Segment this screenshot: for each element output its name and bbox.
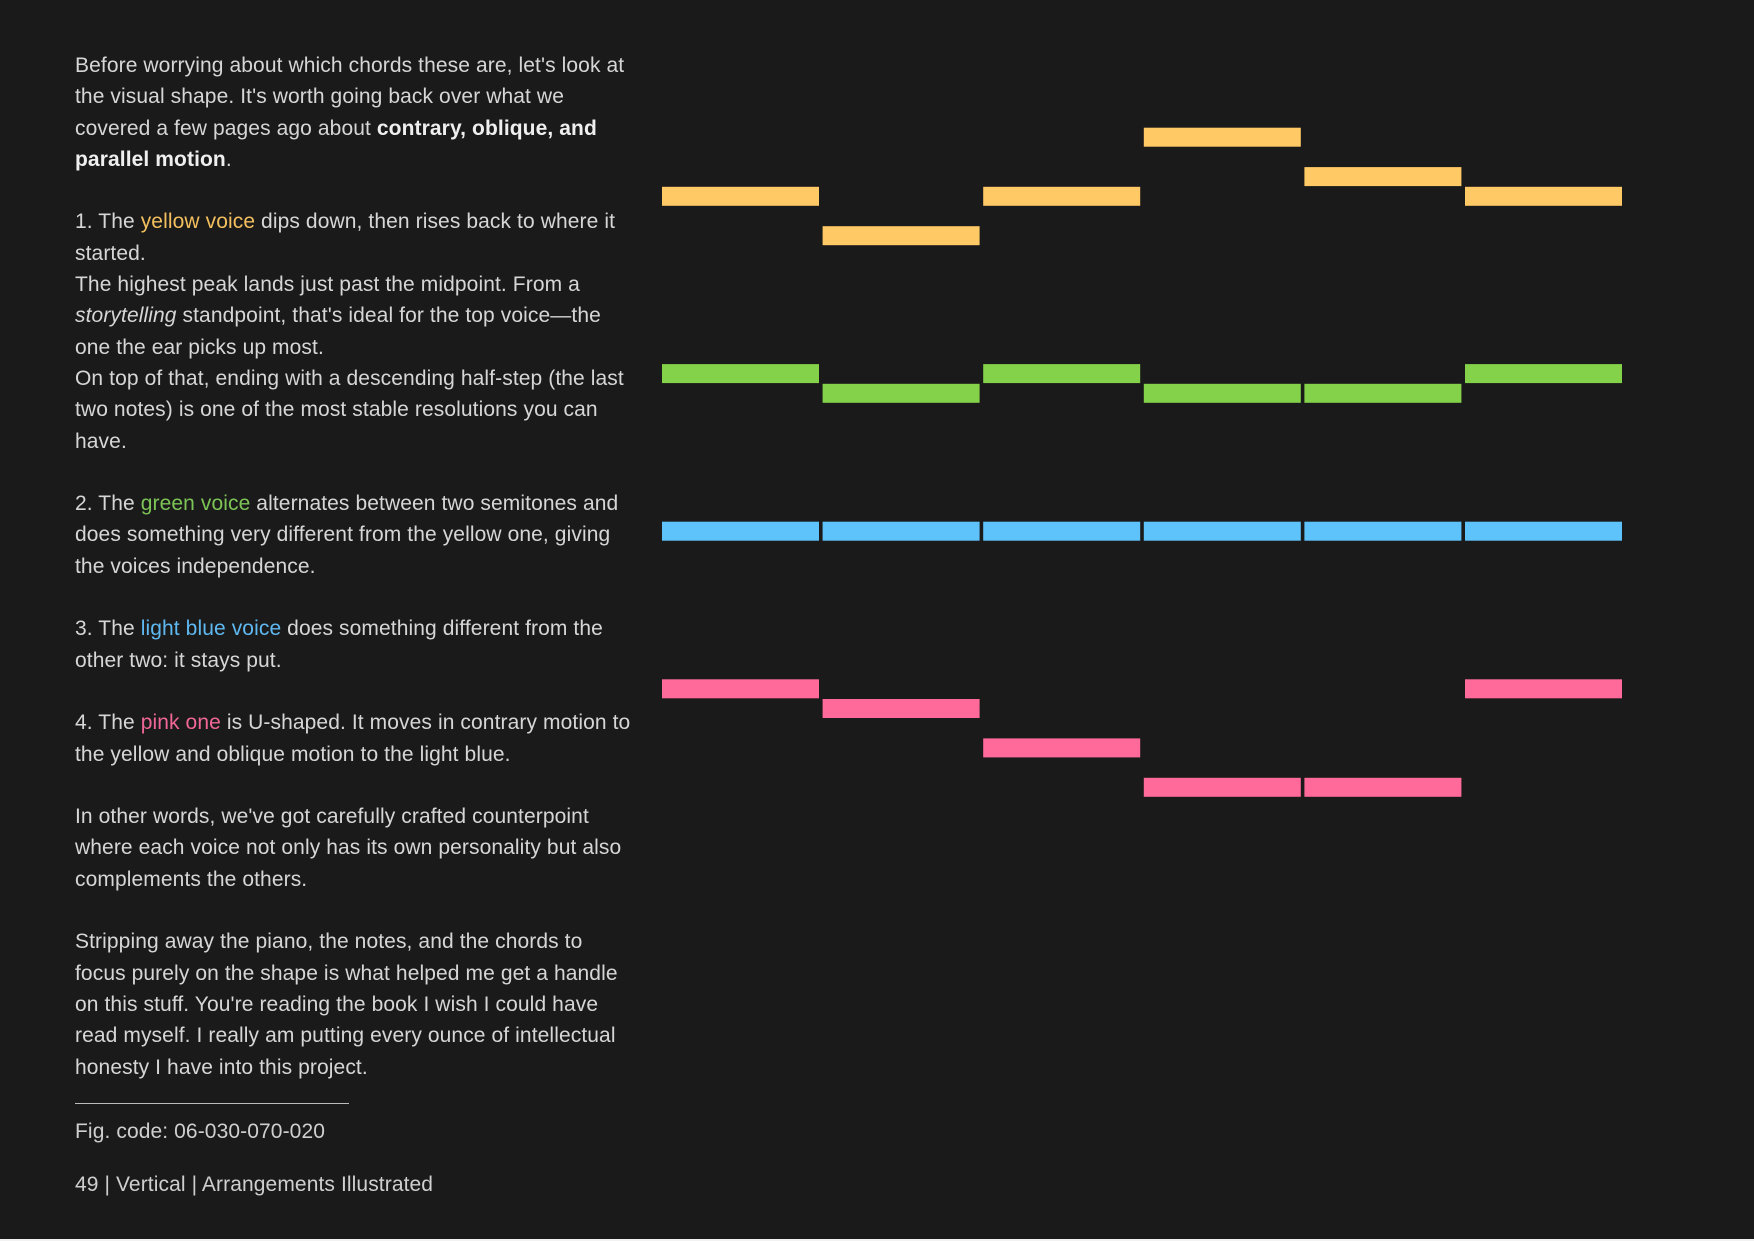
blue-voice-paragraph: 3. The light blue voice does something d…: [75, 617, 603, 672]
yellow-voice-label: yellow voice: [140, 210, 256, 234]
yellow-voice-resolution-text: On top of that, ending with a descending…: [75, 366, 624, 453]
page-edge: [0, 1239, 1754, 1241]
green-voice-label: green voice: [140, 492, 251, 516]
yellow-voice-bar-3: [983, 186, 1141, 206]
pink-voice-bar-5: [1304, 777, 1462, 797]
closing-paragraph: Stripping away the piano, the notes, and…: [75, 930, 618, 1079]
pink-voice-label: pink one: [140, 711, 221, 735]
green-voice-bar-6: [1465, 364, 1622, 384]
green-voice-paragraph: 2. The green voice alternates between tw…: [75, 492, 619, 578]
fig-code: Fig. code: 06-030-070-020: [75, 1120, 325, 1144]
yellow-voice-bar-2: [822, 226, 980, 246]
pink-voice-bar-2: [822, 699, 980, 718]
pink-voice-bar-6: [1465, 679, 1622, 699]
yellow-voice-bar-5: [1304, 167, 1462, 187]
blue-voice-bar-2: [822, 521, 980, 541]
blue-voice-bar-1: [662, 521, 819, 541]
yellow-voice-bar-1: [662, 186, 819, 206]
blue-voice-bar-5: [1304, 521, 1462, 541]
green-voice-bar-1: [662, 364, 819, 384]
blue-voice-bar-3: [983, 521, 1141, 541]
yellow-voice-bar-4: [1143, 127, 1301, 147]
blue-voice-label: light blue voice: [140, 617, 282, 641]
pink-voice-bar-3: [983, 738, 1141, 758]
yellow-voice-bar-6: [1465, 186, 1622, 206]
motion-types-bold: contrary, oblique, and parallel motion: [75, 116, 597, 171]
green-voice-bar-5: [1304, 383, 1462, 403]
summary-paragraph: In other words, we've got carefully craf…: [75, 805, 622, 891]
pink-voice-bar-4: [1143, 777, 1301, 797]
blue-voice-bar-4: [1143, 521, 1301, 541]
green-voice-bar-4: [1143, 383, 1301, 403]
yellow-voice-paragraph: 1. The yellow voice dips down, then rise…: [75, 210, 616, 265]
green-voice-bar-2: [822, 383, 980, 403]
pink-voice-paragraph: 4. The pink one is U-shaped. It moves in…: [75, 711, 631, 766]
intro-paragraph: Before worrying about which chords these…: [75, 54, 625, 171]
green-voice-bar-3: [983, 364, 1141, 384]
blue-voice-bar-6: [1465, 521, 1622, 541]
text-column: Before worrying about which chords these…: [75, 50, 635, 1200]
page-footer: 49 | Vertical | Arrangements Illustrated: [75, 1173, 434, 1197]
yellow-voice-peak-text: The highest peak lands just past the mid…: [75, 273, 601, 359]
pink-voice-bar-1: [662, 679, 819, 699]
footer-divider: [75, 1103, 349, 1105]
